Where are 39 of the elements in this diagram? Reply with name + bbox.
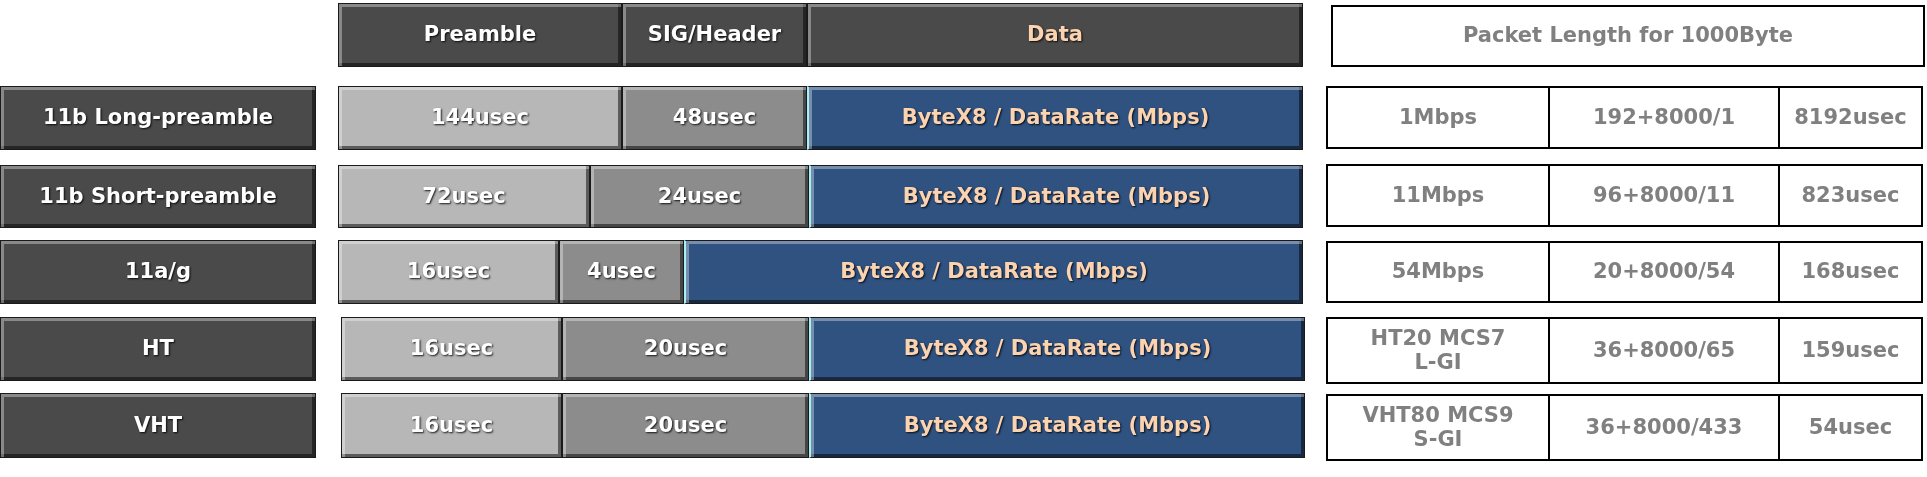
- header-segment: Data: [807, 3, 1303, 67]
- data-segment: ByteX8 / DataRate (Mbps): [809, 393, 1305, 458]
- protocol-label: VHT: [0, 393, 316, 458]
- protocol-label: HT: [0, 317, 316, 381]
- preamble-segment: 16usec: [338, 240, 559, 304]
- preamble-segment: 16usec: [341, 393, 562, 458]
- header-segment: SIG/Header: [622, 3, 807, 67]
- formula-cell: 36+8000/65: [1548, 317, 1780, 384]
- duration-cell: 168usec: [1778, 241, 1923, 303]
- preamble-segment: 16usec: [341, 317, 562, 381]
- data-rate-cell: 1Mbps: [1326, 86, 1550, 149]
- table-heading: Packet Length for 1000Byte: [1331, 5, 1925, 67]
- preamble-segment: 144usec: [338, 86, 622, 150]
- duration-cell: 54usec: [1778, 394, 1923, 461]
- data-rate-cell: HT20 MCS7 L-GI: [1326, 317, 1550, 384]
- sig-header-segment: 4usec: [559, 240, 684, 304]
- header-segment: Preamble: [338, 3, 622, 67]
- preamble-segment: 72usec: [338, 165, 590, 228]
- data-segment: ByteX8 / DataRate (Mbps): [807, 86, 1303, 150]
- formula-cell: 36+8000/433: [1548, 394, 1780, 461]
- formula-cell: 20+8000/54: [1548, 241, 1780, 303]
- data-rate-cell: 54Mbps: [1326, 241, 1550, 303]
- protocol-label: 11b Long-preamble: [0, 86, 316, 150]
- data-rate-cell: VHT80 MCS9 S-GI: [1326, 394, 1550, 461]
- duration-cell: 823usec: [1778, 164, 1923, 227]
- sig-header-segment: 20usec: [562, 317, 809, 381]
- data-segment: ByteX8 / DataRate (Mbps): [809, 165, 1303, 228]
- data-rate-cell: 11Mbps: [1326, 164, 1550, 227]
- data-segment: ByteX8 / DataRate (Mbps): [809, 317, 1305, 381]
- data-segment: ByteX8 / DataRate (Mbps): [684, 240, 1303, 304]
- protocol-label: 11a/g: [0, 240, 316, 304]
- sig-header-segment: 20usec: [562, 393, 809, 458]
- formula-cell: 96+8000/11: [1548, 164, 1780, 227]
- protocol-label: 11b Short-preamble: [0, 165, 316, 228]
- duration-cell: 8192usec: [1778, 86, 1923, 149]
- duration-cell: 159usec: [1778, 317, 1923, 384]
- sig-header-segment: 48usec: [622, 86, 807, 150]
- formula-cell: 192+8000/1: [1548, 86, 1780, 149]
- sig-header-segment: 24usec: [590, 165, 809, 228]
